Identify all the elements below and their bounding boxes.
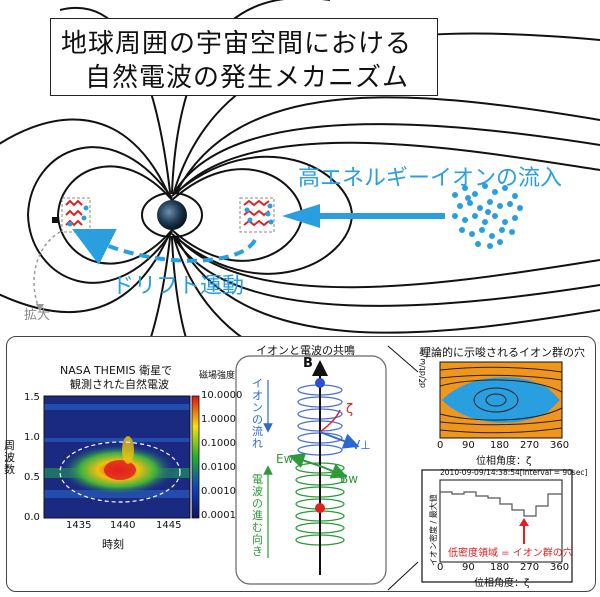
zoom-label: 拡大 — [24, 308, 51, 323]
drift-label: ドリフト運動 — [112, 274, 245, 299]
ion-cloud — [452, 183, 523, 249]
hist-note: 低密度領域 = イオン群の穴 — [448, 548, 573, 559]
ytick-4: 0.0 — [24, 512, 40, 523]
magnetosphere-diagram — [0, 0, 600, 340]
phase-xtick-2: 90 — [462, 440, 475, 451]
B-label: B — [303, 356, 313, 371]
cbar-tick-1: 10.0000 — [201, 390, 243, 401]
spectro-caption-1: NASA THEMIS 衛星で — [60, 364, 173, 377]
cbar-tick-3: 0.1000 — [201, 438, 236, 449]
field-lines — [0, 0, 600, 340]
hist-header: 2010-09-09/14:38:54[interval = 90sec] — [440, 468, 588, 477]
ion-flow-label: イオンの流れ — [252, 377, 263, 450]
phase-xlabel: 位相角度：ζ — [476, 456, 532, 467]
cbar-tick-2: 1.0000 — [201, 414, 236, 425]
ytick-1: 1.5 — [24, 392, 40, 403]
ytick-2: 1.0 — [24, 432, 40, 443]
hist-xtick-1: 0 — [437, 562, 444, 573]
title-line2: 自然電波の発生メカニズム — [85, 63, 410, 93]
hist-xtick-3: 180 — [490, 562, 510, 573]
ew-label: Ew — [276, 452, 294, 466]
bw-label: Bw — [340, 472, 359, 486]
spectro-xlabel: 時刻 — [102, 538, 124, 551]
ion-inflow-label: 高エネルギーイオンの流入 — [298, 166, 563, 191]
cbar-tick-4: 0.0100 — [201, 462, 236, 473]
xtick-1: 1435 — [66, 520, 92, 531]
resonance-title: イオンと電波の共鳴 — [256, 344, 355, 357]
inflow-arrow — [282, 204, 445, 228]
spectro-ylabel: 周波数 — [4, 439, 15, 476]
hist-xtick-4: 270 — [520, 562, 540, 573]
title-box: 地球周囲の宇宙空間における 自然電波の発生メカニズム — [50, 18, 438, 96]
xtick-3: 1445 — [156, 520, 182, 531]
vperp-label: V⊥ — [352, 438, 371, 452]
cbar-tick-6: 0.0001 — [201, 510, 236, 521]
zeta-label: ζ — [346, 402, 354, 417]
hist-xlabel: 位相角度：ζ — [474, 578, 530, 589]
phase-xtick-4: 270 — [520, 440, 540, 451]
hist-ylabel: イオン密度 / 最大値 — [429, 494, 438, 566]
phase-xtick-1: 0 — [437, 440, 444, 451]
hist-xtick-5: 360 — [550, 562, 570, 573]
satellite-icon — [52, 217, 59, 223]
zoom-arrow — [33, 231, 61, 311]
wave-dir-label: 電波の進む向き — [252, 473, 263, 558]
ion-dots-inner — [67, 203, 274, 227]
phase-xtick-3: 180 — [490, 440, 510, 451]
phase-title: 理論的に示唆されるイオン群の穴 — [420, 346, 585, 359]
cbar-tick-5: 0.0010 — [201, 486, 236, 497]
phase-xtick-5: 360 — [550, 440, 570, 451]
drift-arrow — [72, 229, 257, 265]
ytick-3: 0.5 — [24, 472, 40, 483]
title-line1: 地球周囲の宇宙空間における — [61, 29, 413, 59]
colorbar-title: 磁場強度 — [199, 371, 236, 381]
hist-xtick-2: 90 — [462, 562, 475, 573]
spectro-caption-2: 観測された自然電波 — [70, 378, 169, 391]
earth — [157, 200, 187, 230]
xtick-2: 1440 — [110, 520, 136, 531]
